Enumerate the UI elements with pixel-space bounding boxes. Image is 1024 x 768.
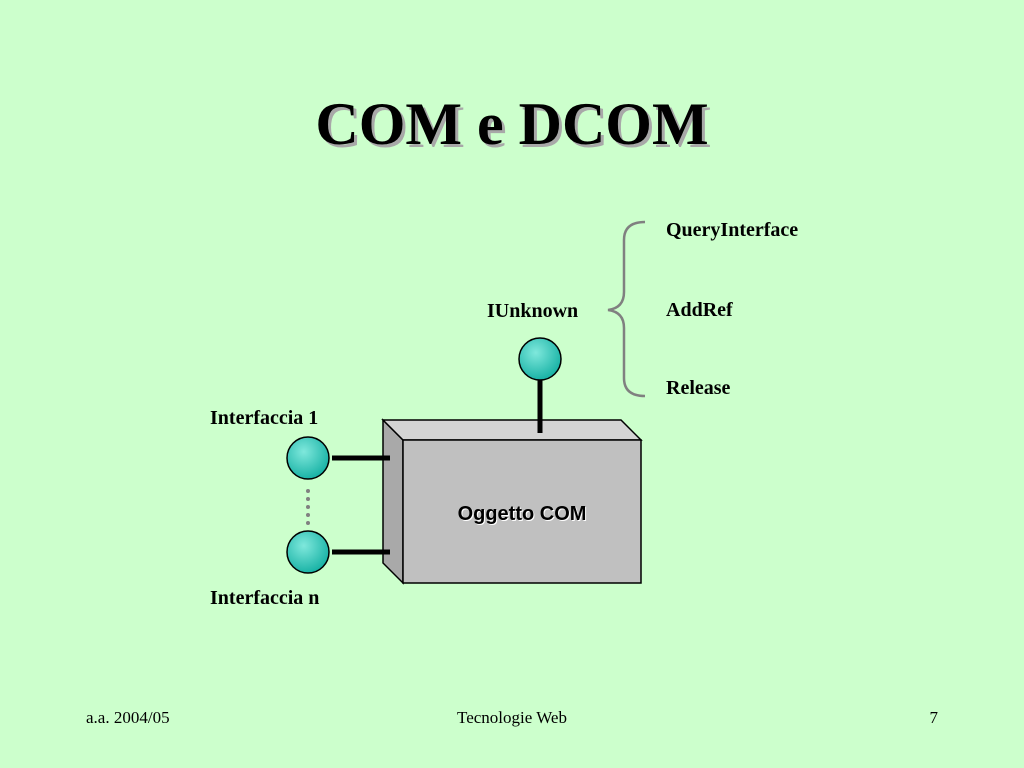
- methods-brace-icon: [607, 220, 646, 398]
- interface-n-label: Interfaccia n: [210, 587, 320, 609]
- method-query-interface: QueryInterface: [666, 219, 799, 241]
- footer-course-name: Tecnologie Web: [457, 708, 567, 727]
- method-add-ref: AddRef: [666, 299, 733, 321]
- method-release: Release: [666, 377, 731, 399]
- object-box-front: [402, 439, 642, 584]
- object-box-side: [382, 418, 404, 585]
- footer-slide-number: 7: [929, 708, 939, 727]
- iunknown-node-icon: [518, 337, 562, 381]
- interface-n-node-icon: [286, 530, 330, 574]
- object-box-label: Oggetto COM: [457, 503, 587, 525]
- slide-title: COM e DCOM: [315, 91, 709, 157]
- interfaces-ellipsis-icon: [306, 489, 310, 525]
- interface-1-node-icon: [286, 436, 330, 480]
- footer-academic-year: a.a. 2004/05: [86, 708, 170, 727]
- interface-1-label: Interfaccia 1: [210, 407, 319, 429]
- iunknown-label: IUnknown: [487, 300, 579, 322]
- object-box-top: [381, 419, 643, 441]
